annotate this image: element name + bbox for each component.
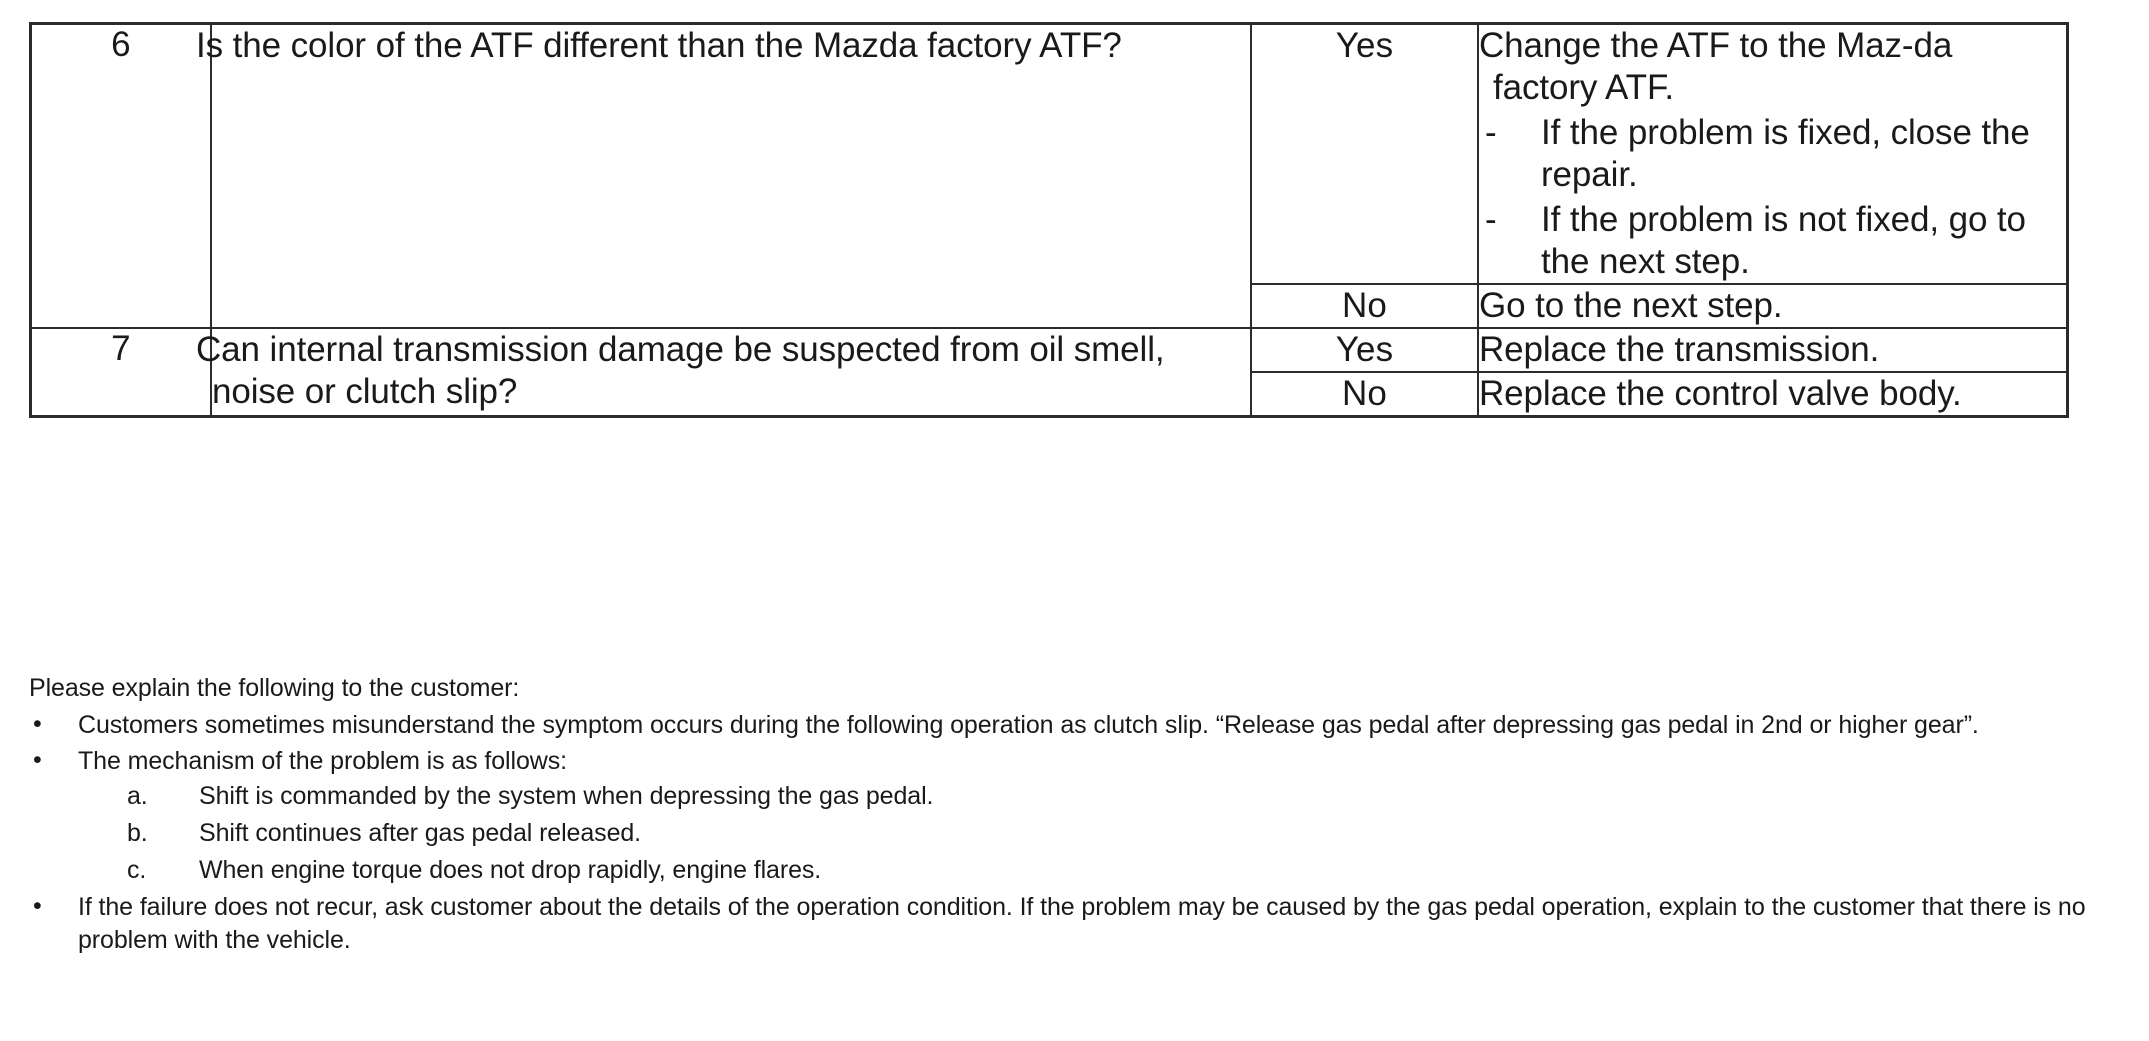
list-item: a. Shift is commanded by the system when… <box>78 780 2109 813</box>
action-sub-item: - If the problem is not fixed, go to the… <box>1479 199 2066 283</box>
action-sub-item: - If the problem is fixed, close the rep… <box>1479 112 2066 196</box>
answer-cell-no: No <box>1250 283 1479 329</box>
mechanism-sub-list: a. Shift is commanded by the system when… <box>78 780 2109 887</box>
alpha-marker: c. <box>127 856 147 884</box>
list-item: c. When engine torque does not drop rapi… <box>78 854 2109 887</box>
action-cell-no: Go to the next step. <box>1477 283 2069 329</box>
answer-cell-no: No <box>1250 371 1479 418</box>
bullet-text: If the failure does not recur, ask custo… <box>78 893 2086 954</box>
alpha-text: Shift is commanded by the system when de… <box>199 782 934 810</box>
action-lead-text: Change the ATF to the Maz-da factory ATF… <box>1479 26 1953 107</box>
customer-explanation-notes: Please explain the following to the cust… <box>29 672 2109 960</box>
diagnostic-flow-table: 6 Is the color of the ATF different than… <box>29 22 2069 418</box>
action-sub-item-text: If the problem is not fixed, go to the n… <box>1541 200 2026 281</box>
step-number-cell: 6 <box>29 22 212 329</box>
table-row: No Go to the next step. <box>31 283 2069 329</box>
bullet-icon: • <box>33 710 42 738</box>
alpha-text: When engine torque does not drop rapidly… <box>199 856 822 884</box>
table-row: No Replace the control valve body. <box>31 371 2069 418</box>
list-item: • Customers sometimes misunderstand the … <box>29 709 2109 742</box>
action-sub-list: - If the problem is fixed, close the rep… <box>1479 112 2066 283</box>
action-sub-item-text: If the problem is fixed, close the repai… <box>1541 113 2030 194</box>
table-row: 6 Is the color of the ATF different than… <box>29 22 2069 329</box>
alpha-text: Shift continues after gas pedal released… <box>199 819 642 847</box>
table-row: 7 Can internal transmission damage be su… <box>29 327 2069 418</box>
step-number-cell: 7 <box>29 327 212 418</box>
bullet-icon: • <box>33 892 42 920</box>
action-lead-text: Replace the control valve body. <box>1479 374 1962 413</box>
list-item: b. Shift continues after gas pedal relea… <box>78 817 2109 850</box>
dash-marker: - <box>1485 200 1497 239</box>
notes-intro-text: Please explain the following to the cust… <box>29 674 520 702</box>
action-cell-yes: Replace the transmission. <box>1477 327 2069 373</box>
question-cell: Is the color of the ATF different than t… <box>196 22 1252 329</box>
answer-cell-yes: Yes <box>1250 22 1479 285</box>
notes-bullet-list: • Customers sometimes misunderstand the … <box>29 709 2109 957</box>
list-item: • The mechanism of the problem is as fol… <box>29 745 2109 887</box>
alpha-marker: b. <box>127 819 148 847</box>
action-cell-yes: Change the ATF to the Maz-da factory ATF… <box>1477 22 2069 285</box>
action-cell-no: Replace the control valve body. <box>1477 371 2069 418</box>
dash-marker: - <box>1485 113 1497 152</box>
answer-cell-yes: Yes <box>1250 327 1479 373</box>
bullet-icon: • <box>33 746 42 774</box>
question-cell: Can internal transmission damage be susp… <box>196 327 1252 418</box>
list-item: • If the failure does not recur, ask cus… <box>29 891 2109 957</box>
bullet-text: Customers sometimes misunderstand the sy… <box>78 711 1979 739</box>
alpha-marker: a. <box>127 782 148 810</box>
bullet-text: The mechanism of the problem is as follo… <box>78 747 567 775</box>
